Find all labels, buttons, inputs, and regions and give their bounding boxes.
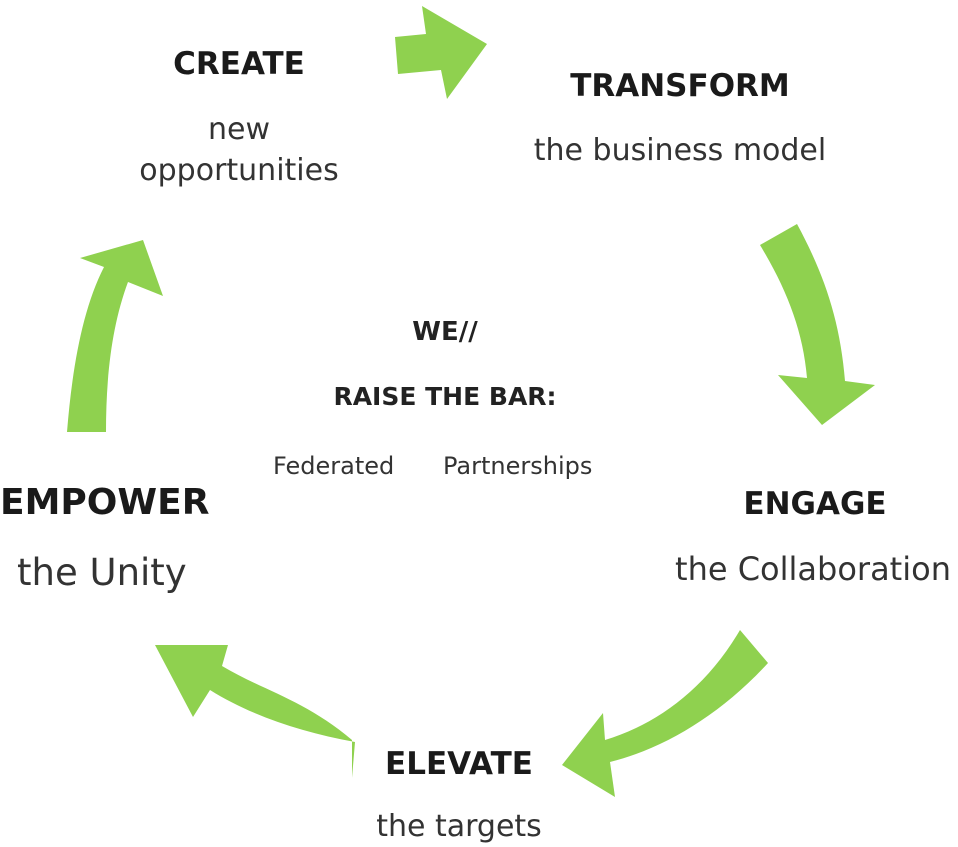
stage-title-engage: ENGAGE	[743, 486, 887, 522]
center-tagline-federated: Federated	[273, 452, 395, 480]
center-title: WE//	[412, 317, 478, 347]
arrow-create-to-transform-icon	[395, 6, 487, 99]
arrow-transform-to-engage-icon	[760, 224, 875, 425]
stage-subtitle-elevate: the targets	[376, 809, 542, 844]
stage-subtitle-create-line2: opportunities	[139, 153, 339, 188]
arrow-elevate-to-empower-icon	[155, 645, 355, 778]
stage-subtitle-engage: the Collaboration	[675, 550, 951, 588]
center-subtitle: RAISE THE BAR:	[333, 382, 557, 411]
arrow-engage-to-elevate-icon	[562, 630, 768, 797]
stage-subtitle-transform: the business model	[533, 133, 827, 168]
stage-subtitle-empower: the Unity	[17, 551, 187, 594]
stage-title-create: CREATE	[173, 46, 305, 82]
stage-subtitle-create-line1: new	[207, 112, 271, 147]
center-tagline-partnerships: Partnerships	[443, 452, 593, 480]
arrow-empower-to-create-icon	[67, 240, 163, 432]
stage-title-transform: TRANSFORM	[570, 68, 790, 104]
stage-title-empower: EMPOWER	[0, 482, 210, 523]
stage-title-elevate: ELEVATE	[385, 746, 533, 782]
